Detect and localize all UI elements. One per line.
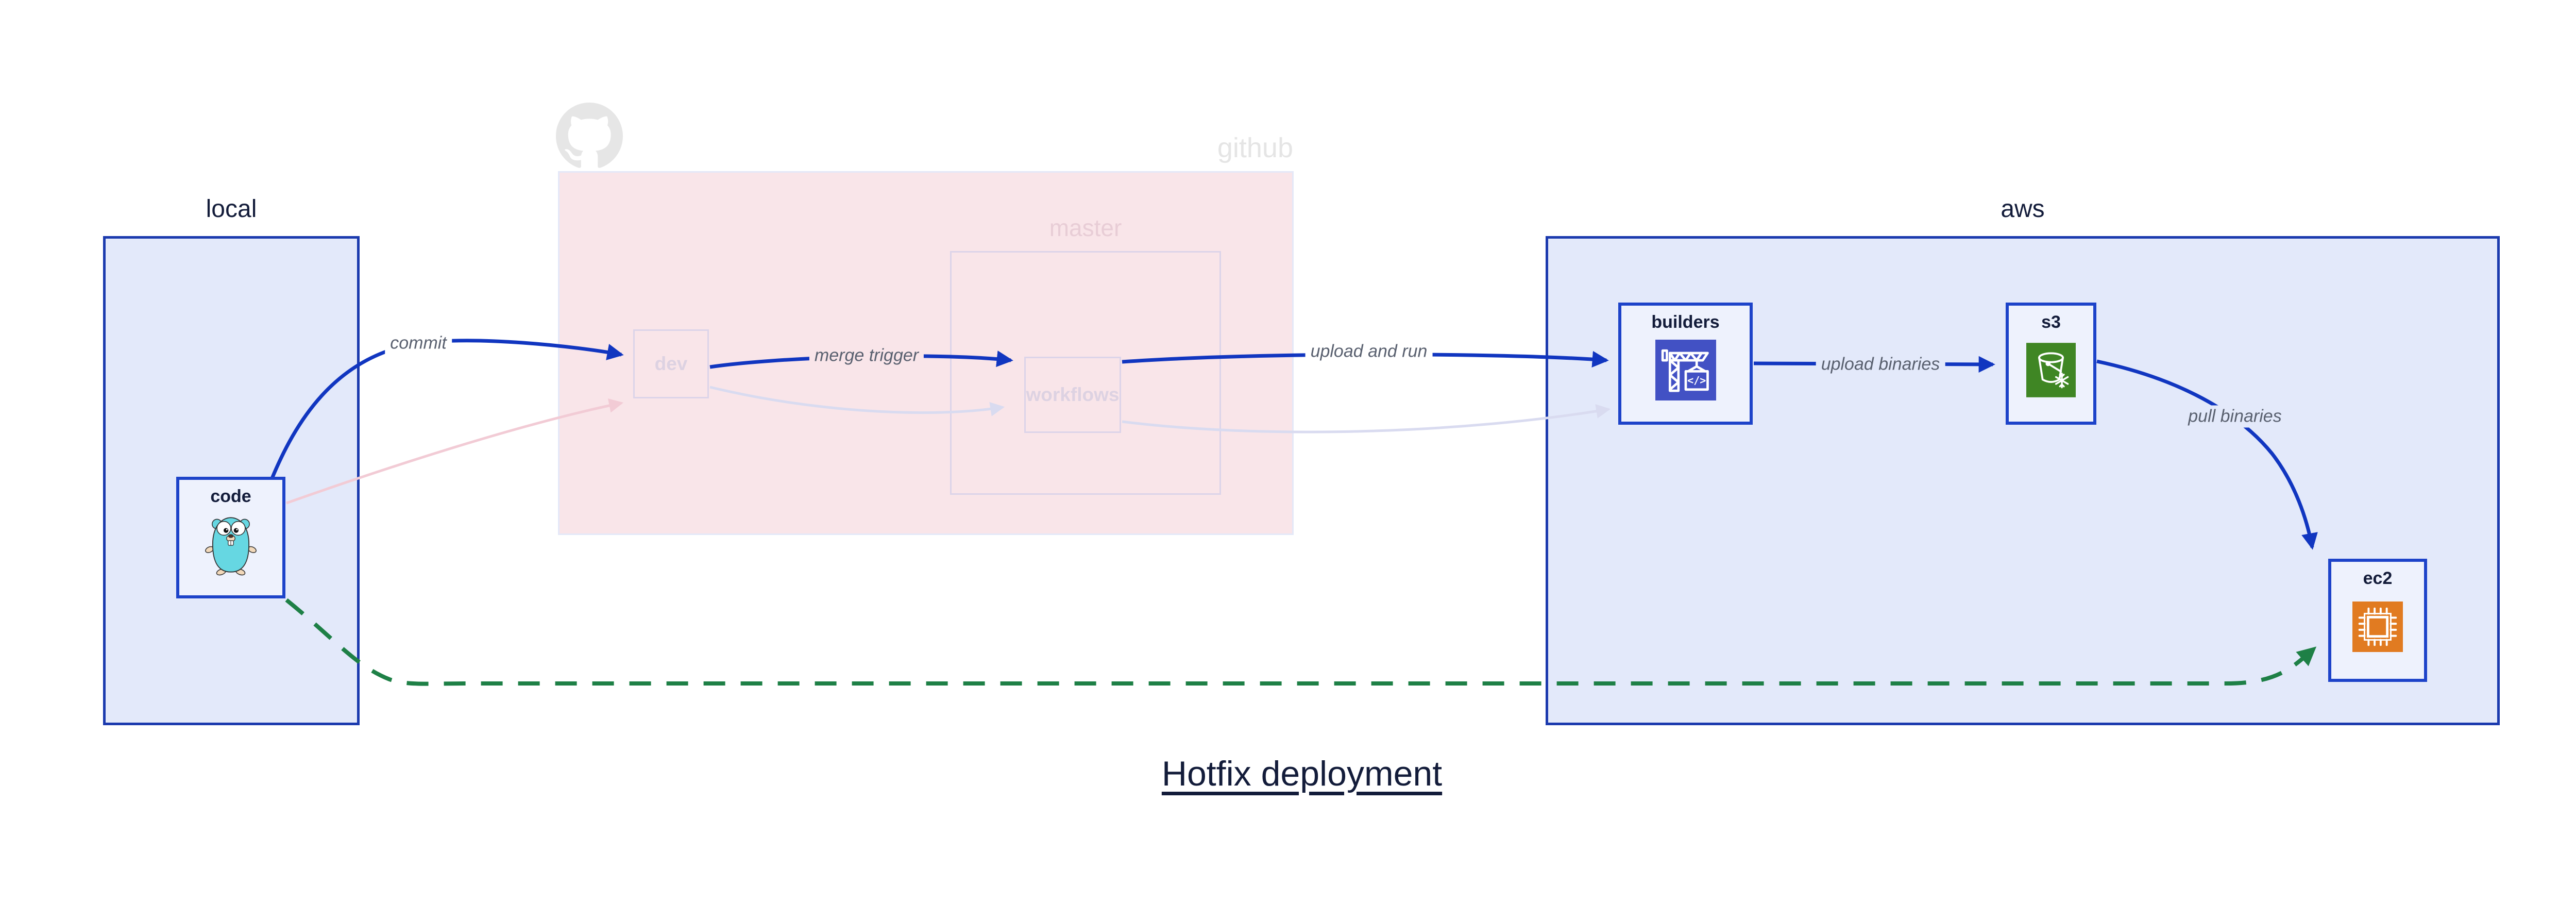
node-builders-label: builders	[1651, 312, 1720, 332]
edge-hotfix-direct-pull	[285, 598, 2317, 686]
node-dev-label: dev	[654, 353, 688, 374]
edge-commit	[270, 339, 624, 479]
master-branch-label: master	[1049, 214, 1122, 241]
diagram-title-text: Hotfix deployment	[1161, 754, 1443, 793]
node-s3-label: s3	[2041, 312, 2061, 332]
edge-pull-binaries	[2096, 359, 2318, 550]
node-s3: s3	[2006, 303, 2096, 425]
edge-label-upload-and-run: upload and run	[1305, 340, 1433, 363]
github-octocat-icon	[556, 103, 623, 168]
ec2-chip-icon	[2331, 588, 2424, 665]
local-group-label: local	[206, 195, 257, 223]
node-ec2-label: ec2	[2363, 569, 2393, 588]
aws-group-label: aws	[2001, 195, 2045, 223]
master-branch-box	[950, 251, 1221, 495]
node-code-label: code	[210, 487, 251, 506]
s3-glacier-bucket-icon	[2009, 332, 2093, 408]
github-group-label: github	[1217, 132, 1293, 163]
node-builders: builders </>	[1618, 303, 1753, 425]
edge-faded-workflows-to-builders	[1122, 404, 1611, 433]
node-dev: dev	[633, 329, 709, 398]
diagram-title: Hotfix deployment	[1162, 754, 1442, 794]
edge-label-pull-binaries: pull binaries	[2183, 405, 2287, 428]
edge-faded-code-to-dev	[286, 398, 624, 505]
node-workflows-label: workflows	[1026, 384, 1120, 405]
edge-label-merge-trigger: merge trigger	[809, 344, 924, 367]
edge-label-commit: commit	[385, 332, 452, 355]
codebuild-crane-icon: </>	[1621, 332, 1750, 408]
node-code: code	[176, 477, 285, 598]
svg-text:</>: </>	[1687, 374, 1706, 387]
go-gopher-icon	[179, 506, 282, 582]
edge-label-upload-binaries: upload binaries	[1816, 353, 1945, 376]
node-workflows: workflows	[1024, 357, 1121, 433]
github-group-box	[558, 171, 1294, 535]
node-ec2: ec2	[2328, 559, 2427, 682]
edge-faded-dev-to-workflows	[709, 386, 1005, 416]
